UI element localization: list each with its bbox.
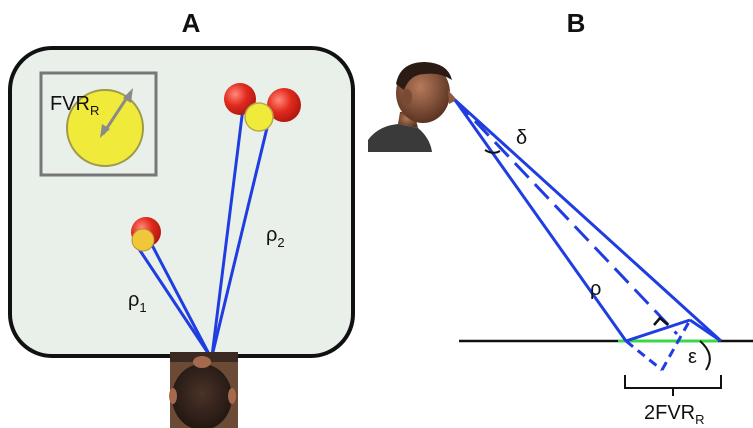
fovea-spot xyxy=(244,102,274,132)
legend-label: FVRR xyxy=(50,93,99,118)
ray-1a xyxy=(133,242,212,357)
panel-b-letter: B xyxy=(567,8,586,38)
perp-left-dashed xyxy=(625,339,663,372)
red-target-right xyxy=(267,88,301,122)
perp-right xyxy=(689,318,722,343)
rho-label: ρ xyxy=(590,278,601,300)
person-head-top-view-icon xyxy=(169,352,238,428)
perp-base xyxy=(625,318,691,343)
rho2-label: ρ2 xyxy=(266,224,285,250)
epsilon-arc xyxy=(699,340,711,371)
delta-arc xyxy=(484,149,501,154)
target-1 xyxy=(131,217,161,252)
perp-cross xyxy=(660,319,692,371)
target-2 xyxy=(224,83,301,132)
person-head-profile-icon xyxy=(368,62,457,152)
sight-cone xyxy=(453,98,723,372)
panel-a: A FVRR xyxy=(8,8,355,428)
panel-a-letter: A xyxy=(182,8,201,38)
rho1-label: ρ1 xyxy=(128,289,147,315)
ray-1b xyxy=(150,244,212,357)
epsilon-label: ε xyxy=(688,346,697,368)
red-target-left xyxy=(224,83,256,115)
ray-2b xyxy=(210,102,275,357)
line-of-sight-dashed xyxy=(453,98,679,336)
sight-lines-a xyxy=(133,99,275,357)
delta-label: δ xyxy=(516,127,527,149)
panel-b: B δ ρ ε xyxy=(368,8,753,427)
right-angle-icon xyxy=(653,316,669,326)
cone-edge-right xyxy=(453,98,723,343)
bracket xyxy=(624,375,722,389)
ray-2a xyxy=(210,99,246,357)
bracket-label: 2FVRR xyxy=(644,402,705,427)
cone-edge-left xyxy=(453,99,628,342)
fvr-legend: FVRR xyxy=(39,71,158,177)
legend-box xyxy=(39,71,158,177)
fovea-spot xyxy=(131,228,155,252)
double-arrow-icon xyxy=(100,88,133,138)
